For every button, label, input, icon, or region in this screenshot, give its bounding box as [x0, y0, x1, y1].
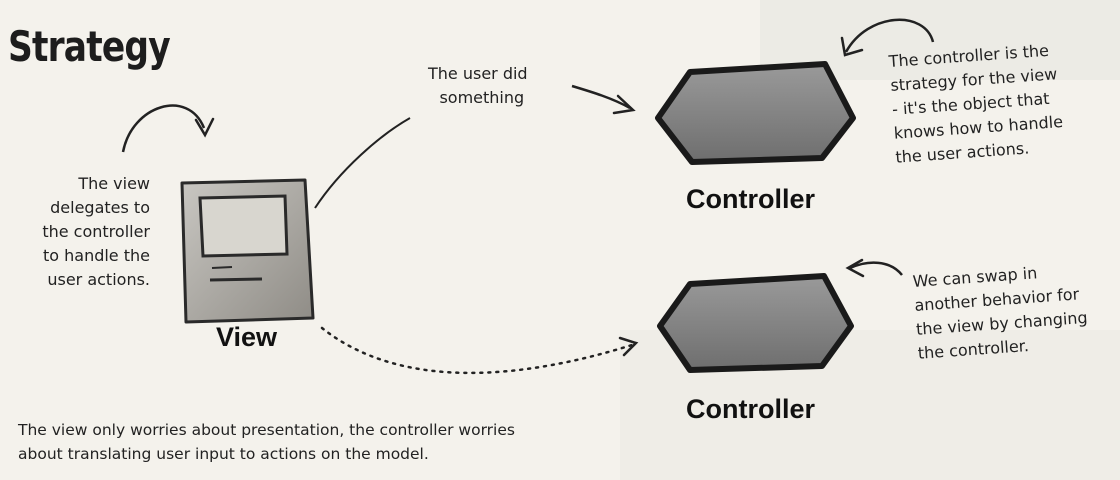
- view-delegates-annotation: The view delegates to the controller to …: [10, 172, 150, 292]
- annotation-line: something: [439, 88, 525, 107]
- annotation-line: delegates to: [50, 198, 150, 217]
- controller-strategy-annotation: The controller is the strategy for the v…: [888, 38, 1065, 170]
- self-arrow: [121, 104, 215, 153]
- view-icon: [180, 178, 315, 324]
- view-to-controller-dotted-arrow: [320, 326, 639, 375]
- bottom-note: The view only worries about presentation…: [18, 418, 515, 466]
- strategy-note-arrow: [840, 18, 935, 57]
- note-line: The view only worries about presentation…: [18, 421, 515, 439]
- controller-top-hexagon: [655, 61, 856, 165]
- note-line: about translating user input to actions …: [18, 445, 429, 463]
- page-title: Strategy: [8, 22, 171, 71]
- controller-bottom-hexagon: [657, 273, 854, 373]
- swap-note-arrow: [845, 258, 903, 278]
- annotation-line: the controller: [42, 222, 150, 241]
- view-to-label-line: [314, 117, 411, 209]
- annotation-line: The view: [78, 174, 150, 193]
- controller-bottom-label: Controller: [686, 394, 816, 424]
- controller-top-label: Controller: [686, 184, 816, 214]
- swap-annotation: We can swap in another behavior for the …: [912, 258, 1090, 366]
- user-action-arrow: [571, 84, 636, 115]
- annotation-line: The user did: [428, 64, 528, 83]
- view-label: View: [216, 322, 278, 352]
- annotation-line: user actions.: [47, 270, 150, 289]
- user-did-annotation: The user did something: [428, 62, 528, 110]
- annotation-line: to handle the: [42, 246, 150, 265]
